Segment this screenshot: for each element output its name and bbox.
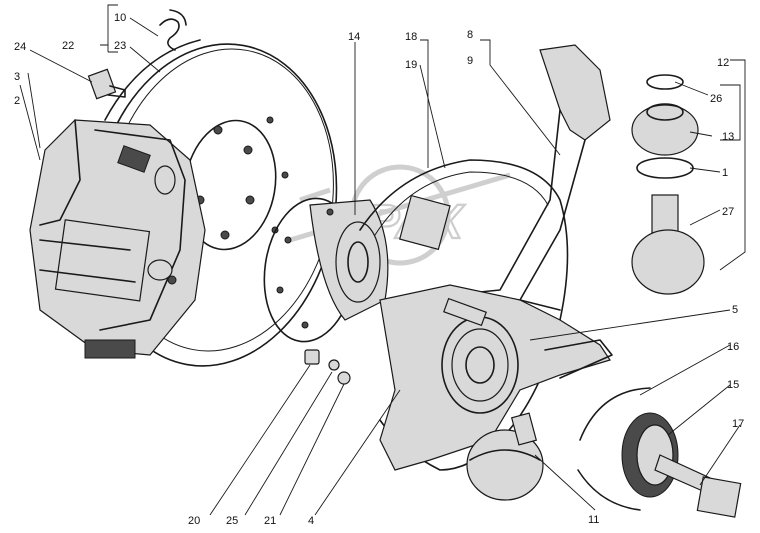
callout-27: 27 <box>722 206 734 218</box>
leader-lines <box>19 4 746 516</box>
callout-1: 1 <box>722 167 728 179</box>
steering-knuckle <box>379 44 613 471</box>
callout-14: 14 <box>348 31 360 43</box>
callout-16: 16 <box>727 341 739 353</box>
retaining-ring <box>577 387 651 511</box>
callout-21: 21 <box>264 515 276 527</box>
splash-shield <box>359 159 569 471</box>
drive-gear <box>621 412 679 498</box>
callout-22: 22 <box>62 40 74 52</box>
brake-caliper <box>29 119 206 359</box>
callout-26: 26 <box>710 93 722 105</box>
callout-9: 9 <box>467 55 473 67</box>
callout-4: 4 <box>308 515 314 527</box>
wheel-hub <box>263 197 389 343</box>
callout-12: 12 <box>717 57 729 69</box>
callout-2: 2 <box>14 95 20 107</box>
upper-ball-joint-parts <box>631 74 705 295</box>
callout-10: 10 <box>114 12 126 24</box>
callout-3: 3 <box>14 71 20 83</box>
callout-23: 23 <box>114 40 126 52</box>
callout-13: 13 <box>722 131 734 143</box>
callout-11: 11 <box>588 514 599 526</box>
callout-18: 18 <box>405 31 417 43</box>
callout-24: 24 <box>14 41 26 53</box>
callout-15: 15 <box>727 379 739 391</box>
callout-17: 17 <box>732 418 744 430</box>
lower-ball-joint <box>466 412 544 501</box>
callout-20: 20 <box>188 515 200 527</box>
bolt-and-washers <box>304 349 351 385</box>
caliper-bolt <box>87 68 126 100</box>
callout-5: 5 <box>732 304 738 316</box>
callout-8: 8 <box>467 29 473 41</box>
callout-19: 19 <box>405 59 417 71</box>
axle-bolt <box>654 454 742 518</box>
callout-labels: 3 2 24 22 10 23 14 18 19 8 9 12 26 13 1 … <box>14 12 744 527</box>
spring-clip <box>159 9 187 51</box>
callout-25: 25 <box>226 515 238 527</box>
